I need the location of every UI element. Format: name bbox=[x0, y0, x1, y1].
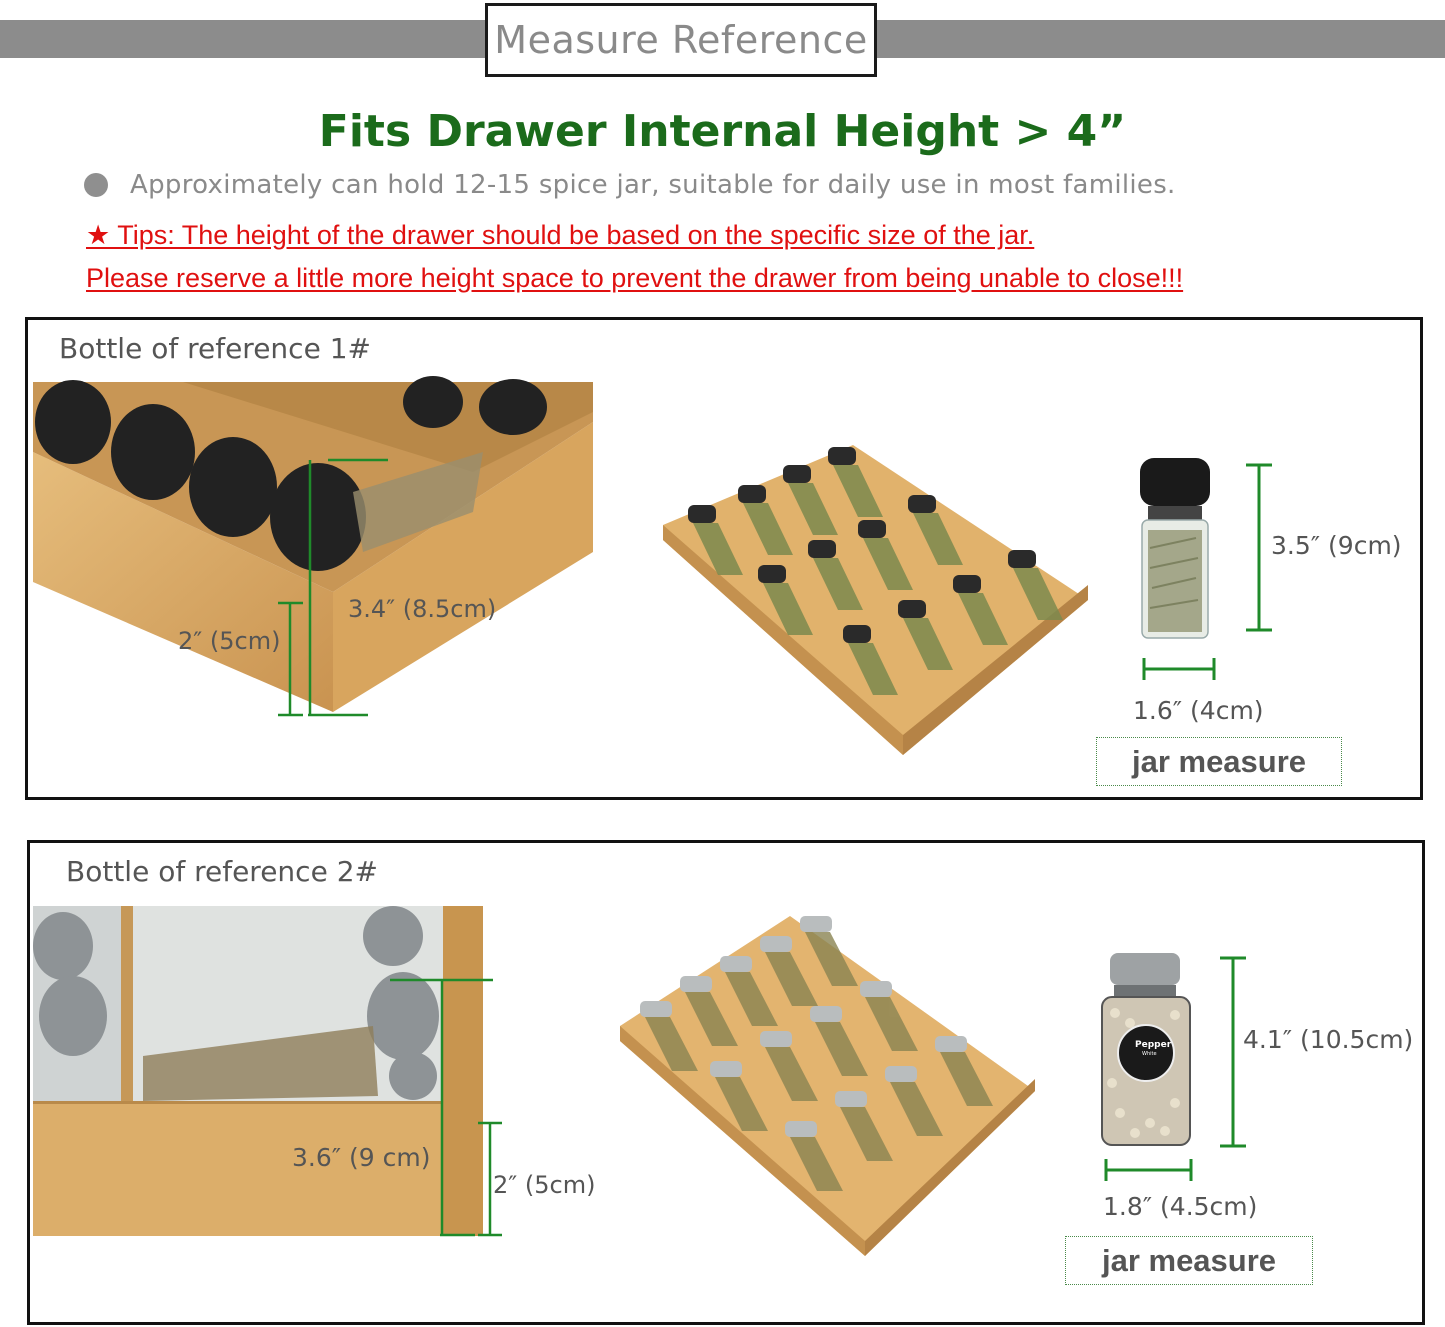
measure-lines-1 bbox=[278, 458, 388, 717]
panel-1-jar-height-label: 3.4″ (8.5cm) bbox=[348, 595, 497, 623]
panel-2-jar-height-label: 3.6″ (9 cm) bbox=[292, 1143, 431, 1172]
tip-line-2: Please reserve a little more height spac… bbox=[86, 263, 1184, 293]
jar-2-label-line-1: Pepper bbox=[1135, 1040, 1172, 1050]
reference-panel-2: Bottle of reference 2# 3.6″ (9 cm) 2″ (5… bbox=[27, 840, 1425, 1325]
tray-photo-2 bbox=[620, 916, 1035, 1256]
panel-1-side-height-label: 2″ (5cm) bbox=[178, 627, 281, 655]
measure-lines-2 bbox=[390, 978, 502, 1237]
bullet-dot-icon bbox=[84, 173, 108, 197]
jar-2-label-line-2: White bbox=[1142, 1051, 1157, 1057]
jar-1-height-label: 3.5″ (9cm) bbox=[1271, 531, 1402, 560]
bullet-text: Approximately can hold 12-15 spice jar, … bbox=[130, 170, 1176, 200]
jar-2-measure-lines bbox=[1104, 956, 1246, 1181]
jar-1-caption: jar measure bbox=[1096, 737, 1342, 786]
tip-line-1: ★ Tips: The height of the drawer should … bbox=[86, 220, 1035, 250]
jar-2-width-label: 1.8″ (4.5cm) bbox=[1103, 1192, 1258, 1221]
panel-2-side-height-label: 2″ (5cm) bbox=[493, 1171, 596, 1199]
drawer-closeup-photo-2 bbox=[33, 906, 483, 1236]
drawer-closeup-photo-1 bbox=[33, 376, 593, 722]
jar-1-measure-lines bbox=[1142, 463, 1272, 680]
title-box: Measure Reference bbox=[485, 3, 877, 77]
panel-1-label: Bottle of reference 1# bbox=[59, 332, 371, 365]
spice-jar-1 bbox=[1140, 458, 1210, 639]
tray-photo-1 bbox=[663, 445, 1088, 755]
jar-2-height-label: 4.1″ (10.5cm) bbox=[1243, 1025, 1414, 1054]
spice-jar-2 bbox=[1101, 953, 1191, 1146]
panel-2-label: Bottle of reference 2# bbox=[66, 855, 378, 888]
reference-panel-1: Bottle of reference 1# bbox=[25, 317, 1423, 800]
bullet-line: Approximately can hold 12-15 spice jar, … bbox=[84, 170, 1176, 200]
page-title: Measure Reference bbox=[494, 18, 868, 62]
jar-1-width-label: 1.6″ (4cm) bbox=[1133, 696, 1264, 725]
headline: Fits Drawer Internal Height > 4” bbox=[318, 106, 1127, 157]
jar-2-caption: jar measure bbox=[1065, 1236, 1313, 1285]
